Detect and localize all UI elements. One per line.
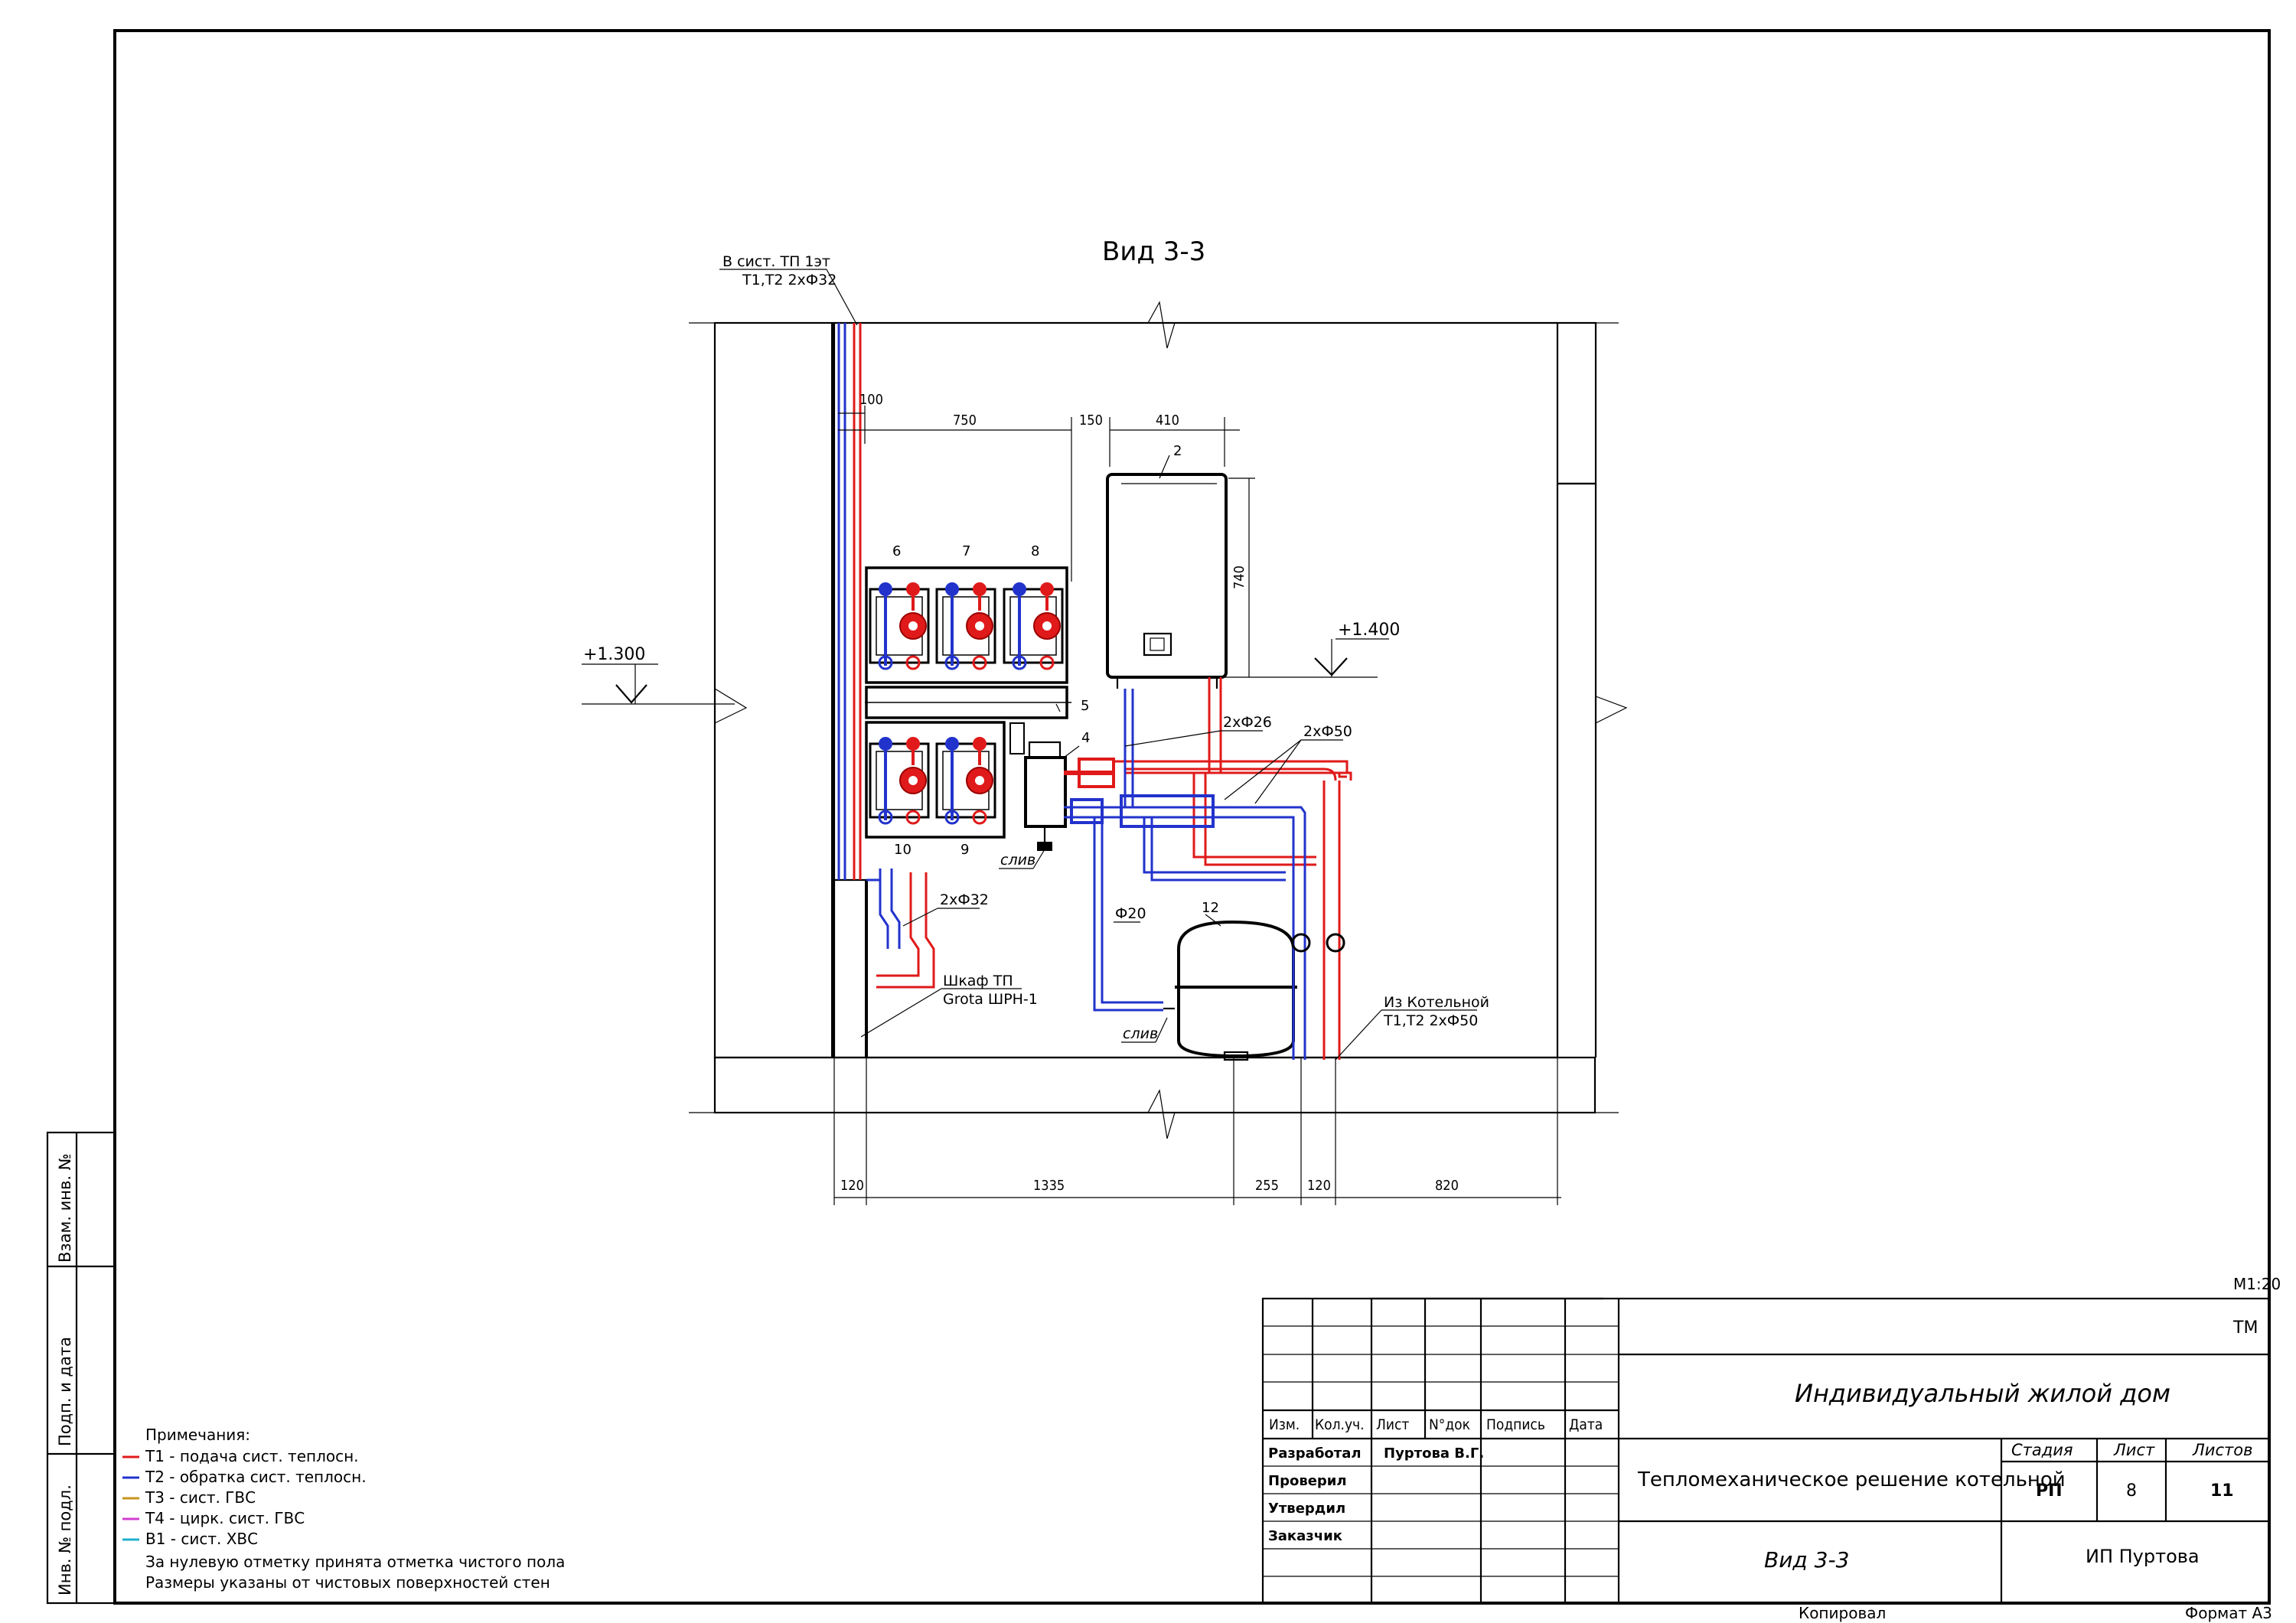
object-name: Индивидуальный жилой дом <box>1795 1379 2170 1408</box>
dims-bottom: 120 1335 255 120 820 <box>833 1058 1561 1205</box>
section-name: Тепломеханическое решение котельной <box>1637 1468 2066 1491</box>
boiler <box>1106 473 1228 689</box>
format-label: Формат А3 <box>2185 1604 2272 1622</box>
label-bottom-line1: Из Котельной <box>1384 994 1489 1011</box>
hdr-kolu: Кол.уч. <box>1315 1416 1365 1433</box>
notes-zero-level: За нулевую отметку принята отметка чисто… <box>145 1553 565 1571</box>
position-5: 5 <box>1081 698 1089 714</box>
legend-item: Т2 - обратка сист. теплосн. <box>145 1468 367 1486</box>
dim-100: 100 <box>859 392 883 408</box>
label-top-line1: В сист. ТП 1эт <box>722 253 830 270</box>
hdr-data: Дата <box>1569 1416 1603 1433</box>
pipe-label-32: 2хФ32 <box>940 891 989 908</box>
view-title: Вид 3-3 <box>1102 236 1205 267</box>
title-block: ТМ Индивидуальный жилой дом Изм. Кол.уч.… <box>1261 1297 2272 1622</box>
hdr-sheet: Лист <box>2113 1441 2155 1459</box>
stamp-podp-label: Подп. и дата <box>56 1337 74 1446</box>
level-right: +1.400 <box>1338 621 1400 640</box>
left-wall <box>713 321 836 1059</box>
pipe-label-26: 2хФ26 <box>1223 714 1272 731</box>
dim-150: 150 <box>1079 412 1103 429</box>
legend-item: Т4 - цирк. сист. ГВС <box>145 1509 305 1527</box>
notes-title: Примечания: <box>145 1426 250 1444</box>
role-customer: Заказчик <box>1268 1528 1342 1544</box>
hydro-separator <box>1024 741 1067 851</box>
hdr-izm: Изм. <box>1269 1416 1300 1433</box>
dim-120-a: 120 <box>840 1178 864 1194</box>
dim-410: 410 <box>1156 412 1179 429</box>
position-2: 2 <box>1173 443 1182 459</box>
sheet-value: 8 <box>2126 1481 2137 1501</box>
scale-label: М1:20 <box>2233 1275 2281 1293</box>
pump-group <box>869 737 930 825</box>
side-stamp: Взам. инв. № Подп. и дата Инв. № подл. <box>46 1131 116 1605</box>
cabinet-label-line2: Grota ШРН-1 <box>943 991 1038 1008</box>
company-name: ИП Пуртова <box>2086 1546 2200 1567</box>
pipe-label-50: 2хФ50 <box>1303 723 1352 740</box>
floor-slab <box>713 1056 1596 1114</box>
developer-name: Пуртова В.Г. <box>1384 1445 1484 1462</box>
label-bottom-line2: Т1,Т2 2хФ50 <box>1383 1012 1478 1029</box>
level-marks: +1.300 +1.400 <box>582 621 1400 705</box>
position-6: 6 <box>892 543 901 559</box>
copied-label: Копировал <box>1799 1604 1886 1622</box>
sheet-frame <box>113 29 2271 1605</box>
dims-top: 100 750 150 410 740 <box>838 392 1255 677</box>
notes: Примечания: Т1 - подача сист. теплосн. Т2… <box>122 1426 565 1592</box>
pump-group <box>935 582 996 670</box>
position-10: 10 <box>894 842 912 858</box>
stamp-vzam-label: Взам. инв. № <box>56 1153 74 1263</box>
callouts: В сист. ТП 1эт Т1,Т2 2хФ32 Из Котельной … <box>719 253 1489 1061</box>
sheet-name: Вид 3-3 <box>1764 1547 1849 1572</box>
pipe-label-20: Ф20 <box>1115 905 1146 922</box>
position-7: 7 <box>962 543 970 559</box>
hdr-list: Лист <box>1376 1416 1409 1433</box>
pipes-supply <box>853 323 1352 1060</box>
label-top-line2: Т1,Т2 2хФ32 <box>742 272 837 288</box>
role-checked: Проверил <box>1268 1473 1347 1489</box>
dim-120-b: 120 <box>1307 1178 1331 1194</box>
level-left: +1.300 <box>583 645 645 664</box>
drain-label-1: слив <box>1000 852 1035 869</box>
pump-group <box>869 582 930 670</box>
sheets-value: 11 <box>2210 1481 2234 1501</box>
cabinet-label-line1: Шкаф ТП <box>943 973 1013 989</box>
hdr-podpis: Подпись <box>1486 1416 1545 1433</box>
pipes-return <box>837 323 1345 1060</box>
stage-value: РП <box>2036 1481 2063 1501</box>
pump-manifold <box>865 566 1071 839</box>
hdr-ndok: N°док <box>1429 1416 1470 1433</box>
upper-manifold-frame <box>865 566 1068 684</box>
position-12: 12 <box>1202 900 1219 916</box>
dim-1335: 1335 <box>1033 1178 1065 1194</box>
position-4: 4 <box>1081 730 1090 746</box>
legend-item: Т3 - сист. ГВС <box>145 1488 256 1507</box>
notes-dimensions: Размеры указаны от чистовых поверхностей… <box>145 1573 550 1592</box>
legend-item: Т1 - подача сист. теплосн. <box>145 1447 359 1465</box>
position-8: 8 <box>1031 543 1039 559</box>
right-wall-upper <box>1556 321 1597 485</box>
dim-820: 820 <box>1435 1178 1459 1194</box>
pump-group <box>1003 582 1064 670</box>
stamp-inv-label: Инв. № подл. <box>56 1484 74 1595</box>
position-9: 9 <box>960 842 969 858</box>
dim-740: 740 <box>1231 565 1247 589</box>
dim-750: 750 <box>953 412 977 429</box>
dim-255: 255 <box>1255 1178 1279 1194</box>
role-developed: Разработал <box>1268 1445 1362 1462</box>
hdr-sheets: Листов <box>2192 1441 2252 1459</box>
legend-item: В1 - сист. ХВС <box>145 1530 258 1548</box>
doc-code: ТМ <box>2232 1318 2258 1338</box>
pump-group <box>935 737 996 825</box>
drain-label-2: слив <box>1123 1025 1158 1042</box>
hdr-stage: Стадия <box>2011 1441 2073 1459</box>
role-approved: Утвердил <box>1268 1501 1345 1517</box>
lower-manifold-frame <box>865 721 1006 839</box>
expansion-tank <box>1175 920 1297 1061</box>
